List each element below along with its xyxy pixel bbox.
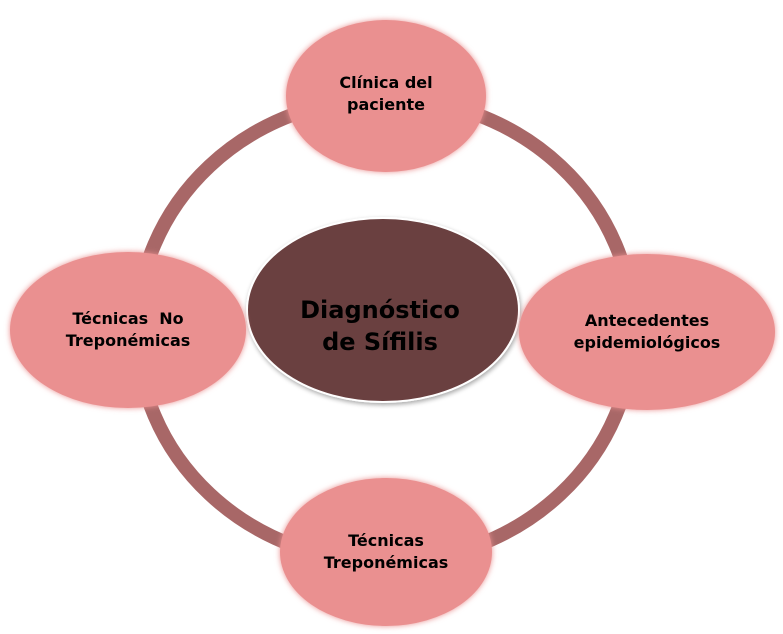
- node-bottom-shape: [280, 478, 492, 626]
- node-left-line-2: Treponémicas: [66, 331, 191, 350]
- center-node: Diagnóstico de Sífilis: [246, 217, 520, 403]
- center-node-line-1: Diagnóstico: [300, 296, 460, 324]
- node-bottom-line-1: Técnicas: [348, 531, 424, 550]
- node-clinica-del-paciente: Clínica del paciente: [286, 20, 486, 172]
- node-tecnicas-treponemicas: Técnicas Treponémicas: [280, 478, 492, 626]
- center-node-shape: [246, 217, 520, 403]
- center-node-line-2: de Sífilis: [322, 328, 438, 356]
- node-antecedentes-epidemiologicos: Antecedentes epidemiológicos: [519, 254, 775, 410]
- node-left-shape: [10, 252, 246, 408]
- node-right-line-1: Antecedentes: [585, 311, 709, 330]
- node-right-shape: [519, 254, 775, 410]
- node-left-line-1: Técnicas No: [72, 309, 183, 328]
- node-top-shape: [286, 20, 486, 172]
- node-top-line-1: Clínica del: [339, 73, 432, 92]
- node-top-line-2: paciente: [347, 95, 425, 114]
- node-tecnicas-no-treponemicas: Técnicas No Treponémicas: [10, 252, 246, 408]
- node-right-line-2: epidemiológicos: [574, 333, 721, 352]
- node-bottom-line-2: Treponémicas: [324, 553, 449, 572]
